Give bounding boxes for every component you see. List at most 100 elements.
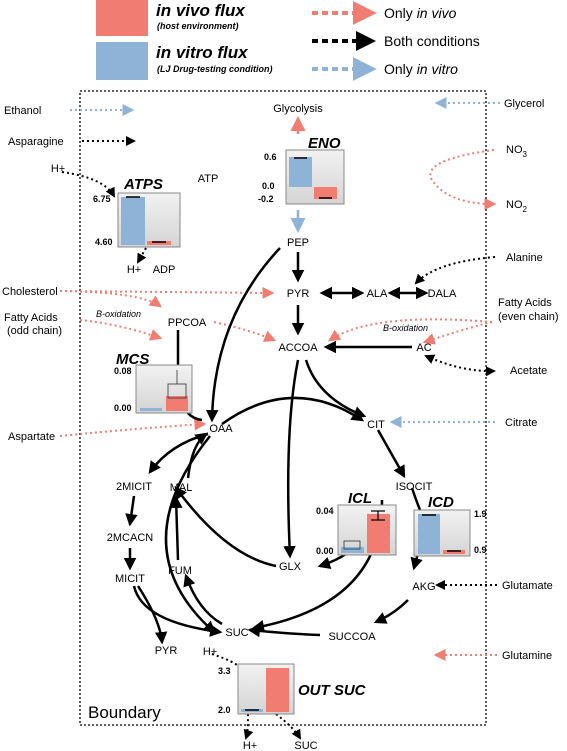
legend-vivo-subtitle: (host environment) [157,21,239,31]
met-ac: AC [416,342,431,354]
icl-vivo-bar [367,514,390,553]
cholesterol-ppcoa-arrow [59,290,162,308]
met-2micit: 2MICIT [116,481,152,493]
reaction-arrows [123,247,429,645]
b-oxidation-right: B-oxidation [383,323,428,333]
met-accoa: ACCOA [278,342,318,354]
icl-vitro-bar [341,547,364,553]
metabolites: Glycolysis PEP PYR ALA DALA PPCOA ACCOA … [51,103,457,751]
atps-ymin: 4.60 [95,237,113,247]
legend-only-vitro: Only in vitro [384,61,458,77]
ext-asparagine: Asparagine [8,136,64,148]
ext-no2: NO2 [506,199,528,214]
flux-box-icl: ICL 0.04 0.00 [316,490,397,556]
no3-no2-arrow [429,149,497,210]
suc-fum-arrow [183,573,223,626]
fum-mal-arrow [170,495,183,561]
mcs-vivo-bar [166,396,188,411]
mcs-title: MCS [116,351,149,368]
met-akg: AKG [412,581,435,593]
eno-vitro-bar [289,157,312,187]
b-oxidation-left: B-oxidation [96,309,141,319]
h-atps-arrow [61,171,115,198]
met-ppcoa: PPCOA [168,317,207,329]
flux-box-outsuc: OUT SUC 3.3 2.0 [218,663,367,715]
met-isocit: ISOCIT [396,481,433,493]
legend-vivo-swatch [96,0,148,36]
met-pyr: PYR [287,288,310,300]
outsuc-ymin: 2.0 [218,705,231,715]
outsuc-vivo-bar [266,668,289,712]
ext-glycerol: Glycerol [504,98,544,110]
met-h-suc: H+ [203,646,217,658]
met-suc-out: SUC [294,740,317,751]
ext-no3: NO3 [506,144,528,159]
met-adp: ADP [153,264,176,276]
outsuc-ymax: 3.3 [218,666,231,676]
eno-vivo-bar [314,187,337,199]
atps-ymax: 6.75 [93,194,111,204]
ext-aspartate: Aspartate [8,431,55,443]
icd-ymin: 0.9 [474,545,487,555]
icd-title: ICD [428,494,454,511]
icl-ymin: 0.00 [316,546,334,556]
cit-isocit-arrow [376,429,406,479]
ext-ethanol: Ethanol [4,105,41,117]
met-mal: MAL [170,482,193,494]
atps-vivo-bar [147,241,171,245]
ppcoa-accoa-arrow [213,321,277,342]
eno-title: ENO [308,135,341,152]
flux-box-eno: ENO 0.6 0.0 -0.2 [258,135,345,205]
met-h-adp: H+ [127,264,141,276]
flux-box-icd: ICD 1.9 0.9 [413,494,487,557]
met-cit: CIT [367,419,385,431]
flux-box-mcs: MCS 0.08 0.00 [114,351,193,414]
pep-oaa-arrow [205,247,281,423]
ext-citrate: Citrate [505,417,537,429]
mcs-vitro-bar [140,408,162,411]
accoa-cit-arrow [304,359,367,419]
ext-fa-odd-2: (odd chain) [7,325,62,337]
met-micit: MICIT [115,573,145,585]
icl-title: ICL [348,490,372,507]
boundary-label: Boundary [88,703,161,722]
h-out-arrow [243,713,254,740]
flux-box-atps: ATPS 6.75 4.60 [93,176,181,248]
met-pep: PEP [287,237,309,249]
fa-odd-arrow [79,319,163,341]
ext-glutamate: Glutamate [502,580,553,592]
icd-vivo-bar [443,550,465,554]
atps-h-adp-arrow [137,247,147,264]
legend-only-vivo: Only in vivo [384,5,457,21]
legend-vitro-subtitle: (LJ Drug-testing condition) [157,64,272,74]
ext-alanine: Alanine [506,252,543,264]
ext-fa-even-1: Fatty Acids [498,297,552,309]
mcs-ymax: 0.08 [114,366,132,376]
met-2mcacn: 2MCACN [107,532,154,544]
legend-vivo-title: in vivo flux [156,1,246,20]
ext-glutamine: Glutamine [502,650,552,662]
atps-title: ATPS [123,176,163,193]
ext-fa-even-2: (even chain) [498,311,559,323]
met-pyr-2: PYR [155,645,178,657]
ext-fa-odd-1: Fatty Acids [4,312,58,324]
icl-ymax: 0.04 [316,506,334,516]
eno-ymin: -0.2 [258,194,274,204]
succoa-suc-arrow [247,624,321,638]
outsuc-title: OUT SUC [298,682,367,699]
aspartate-arrow [59,418,207,437]
met-glx: GLX [279,561,302,573]
icl-vitro-box [343,540,361,550]
oaa-2micit-arrow [148,432,209,475]
ext-cholesterol: Cholesterol [2,286,58,298]
akg-succoa-arrow [373,599,409,624]
mcs-ymin: 0.00 [114,403,132,413]
met-suc: SUC [225,627,248,639]
oaa-suc-arc [164,435,216,634]
met-succoa: SUCCOA [328,631,376,643]
met-h-out: H+ [243,740,257,751]
icd-vitro-bar [418,514,440,554]
met-ala: ALA [367,288,388,300]
legend-both: Both conditions [384,33,480,49]
